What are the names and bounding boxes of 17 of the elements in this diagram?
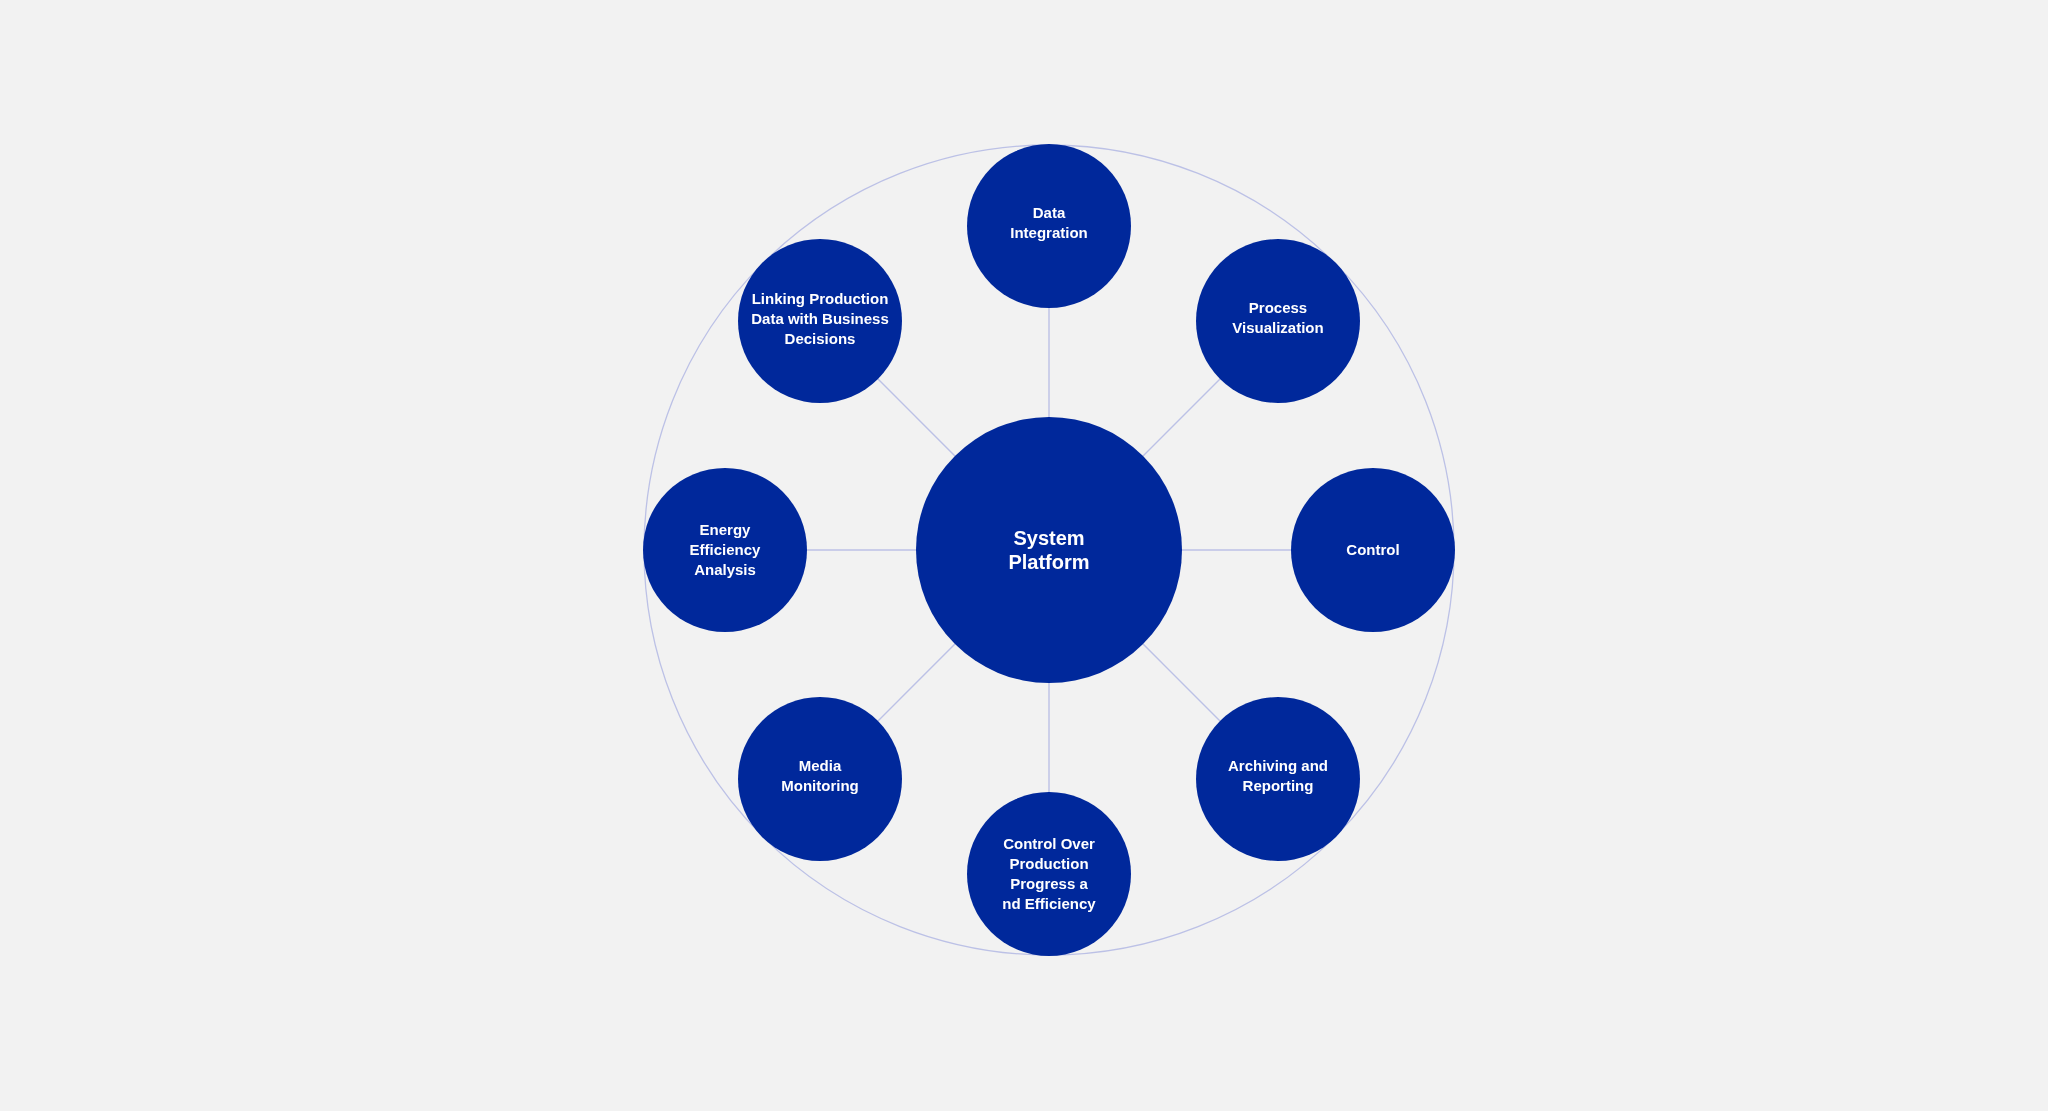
connector-line: [806, 549, 917, 551]
node-label: Control Over Production Progress a nd Efficiency: [1001, 834, 1097, 914]
connector-line: [1142, 378, 1221, 457]
connector-line: [877, 643, 956, 722]
connector-line: [1048, 682, 1050, 793]
connector-line: [877, 378, 956, 457]
connector-line: [1142, 643, 1221, 722]
node-label: System Platform: [1007, 526, 1091, 574]
node-label: Data Integration: [1009, 203, 1089, 243]
connector-line: [1181, 549, 1292, 551]
node-label: Control: [1345, 540, 1401, 560]
node-label: Energy Efficiency Analysis: [688, 520, 762, 580]
node-label: Linking Production Data with Business Decisions: [750, 289, 890, 349]
connector-line: [1048, 307, 1050, 418]
node-label: Process Visualization: [1231, 298, 1325, 338]
node-label: Archiving and Reporting: [1227, 756, 1329, 796]
node-label: Media Monitoring: [780, 756, 860, 796]
